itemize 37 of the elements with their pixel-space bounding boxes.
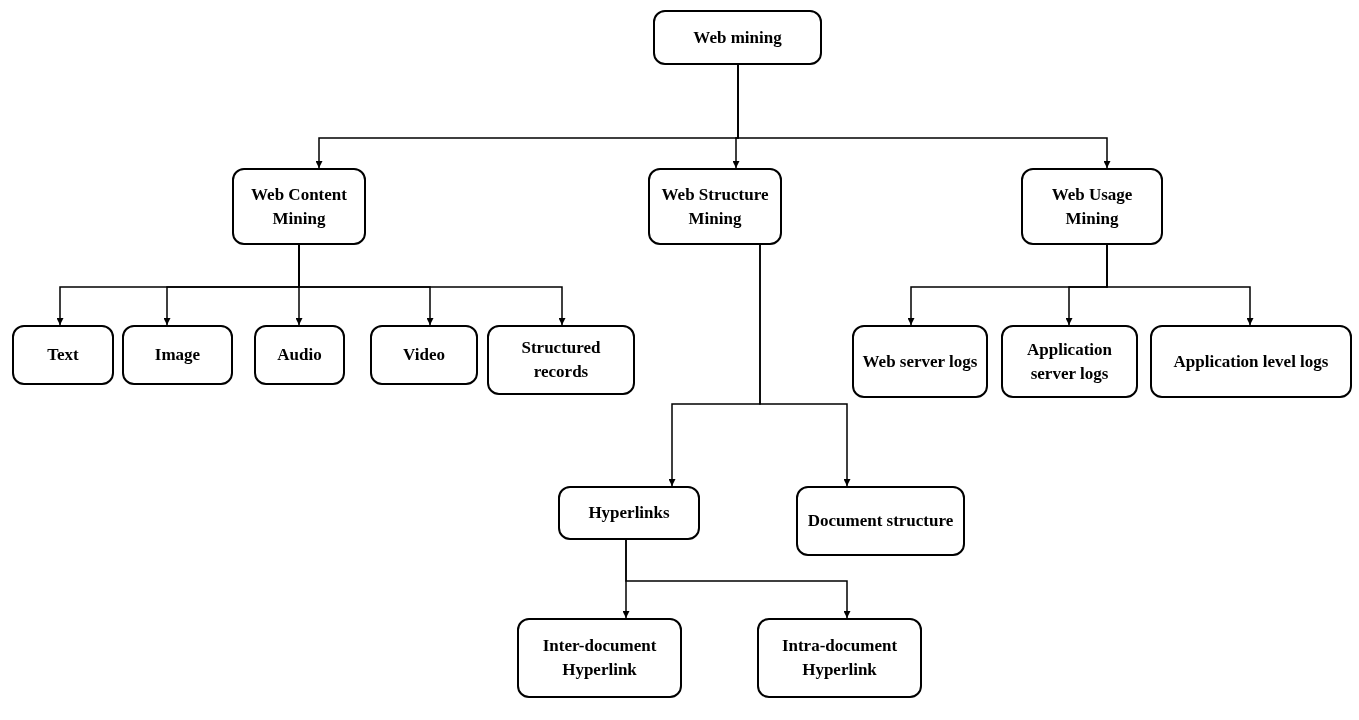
node-label: Web Usage Mining [1050,183,1134,230]
node-label: Audio [277,344,322,366]
process-box [122,325,233,385]
node-label: Structured records [520,337,602,383]
arrow [759,244,851,487]
node-label: Inter-document Hyperlink [541,635,658,681]
process-box [254,325,345,385]
node-label: Web Structure Mining [660,183,770,230]
process-box [232,168,366,245]
process-box [757,618,922,698]
process-box [796,486,965,556]
node-label: Hyperlinks [588,502,670,524]
process-box [12,325,114,385]
arrow [737,64,1111,169]
process-box [1150,325,1352,398]
node-label: Video [403,344,445,366]
process-box [852,325,988,398]
process-box [517,618,682,698]
process-box [1001,325,1138,398]
node-label: Text [47,344,79,366]
process-box [1021,168,1163,245]
arrow [1106,244,1254,326]
node-label: Web mining [693,26,782,49]
node-label: Application server logs [1026,338,1113,385]
process-box [487,325,635,395]
node-label: Web server logs [862,350,978,373]
process-box [648,168,782,245]
node-label: Document structure [807,510,954,532]
process-box [653,10,822,65]
process-box [558,486,700,540]
process-box [370,325,478,385]
arrow [625,539,851,619]
arrow [298,244,566,326]
node-label: Web Content Mining [250,183,348,230]
node-label: Intra-document Hyperlink [780,635,899,681]
node-label: Image [154,344,201,366]
node-label: Application level logs [1173,350,1329,373]
